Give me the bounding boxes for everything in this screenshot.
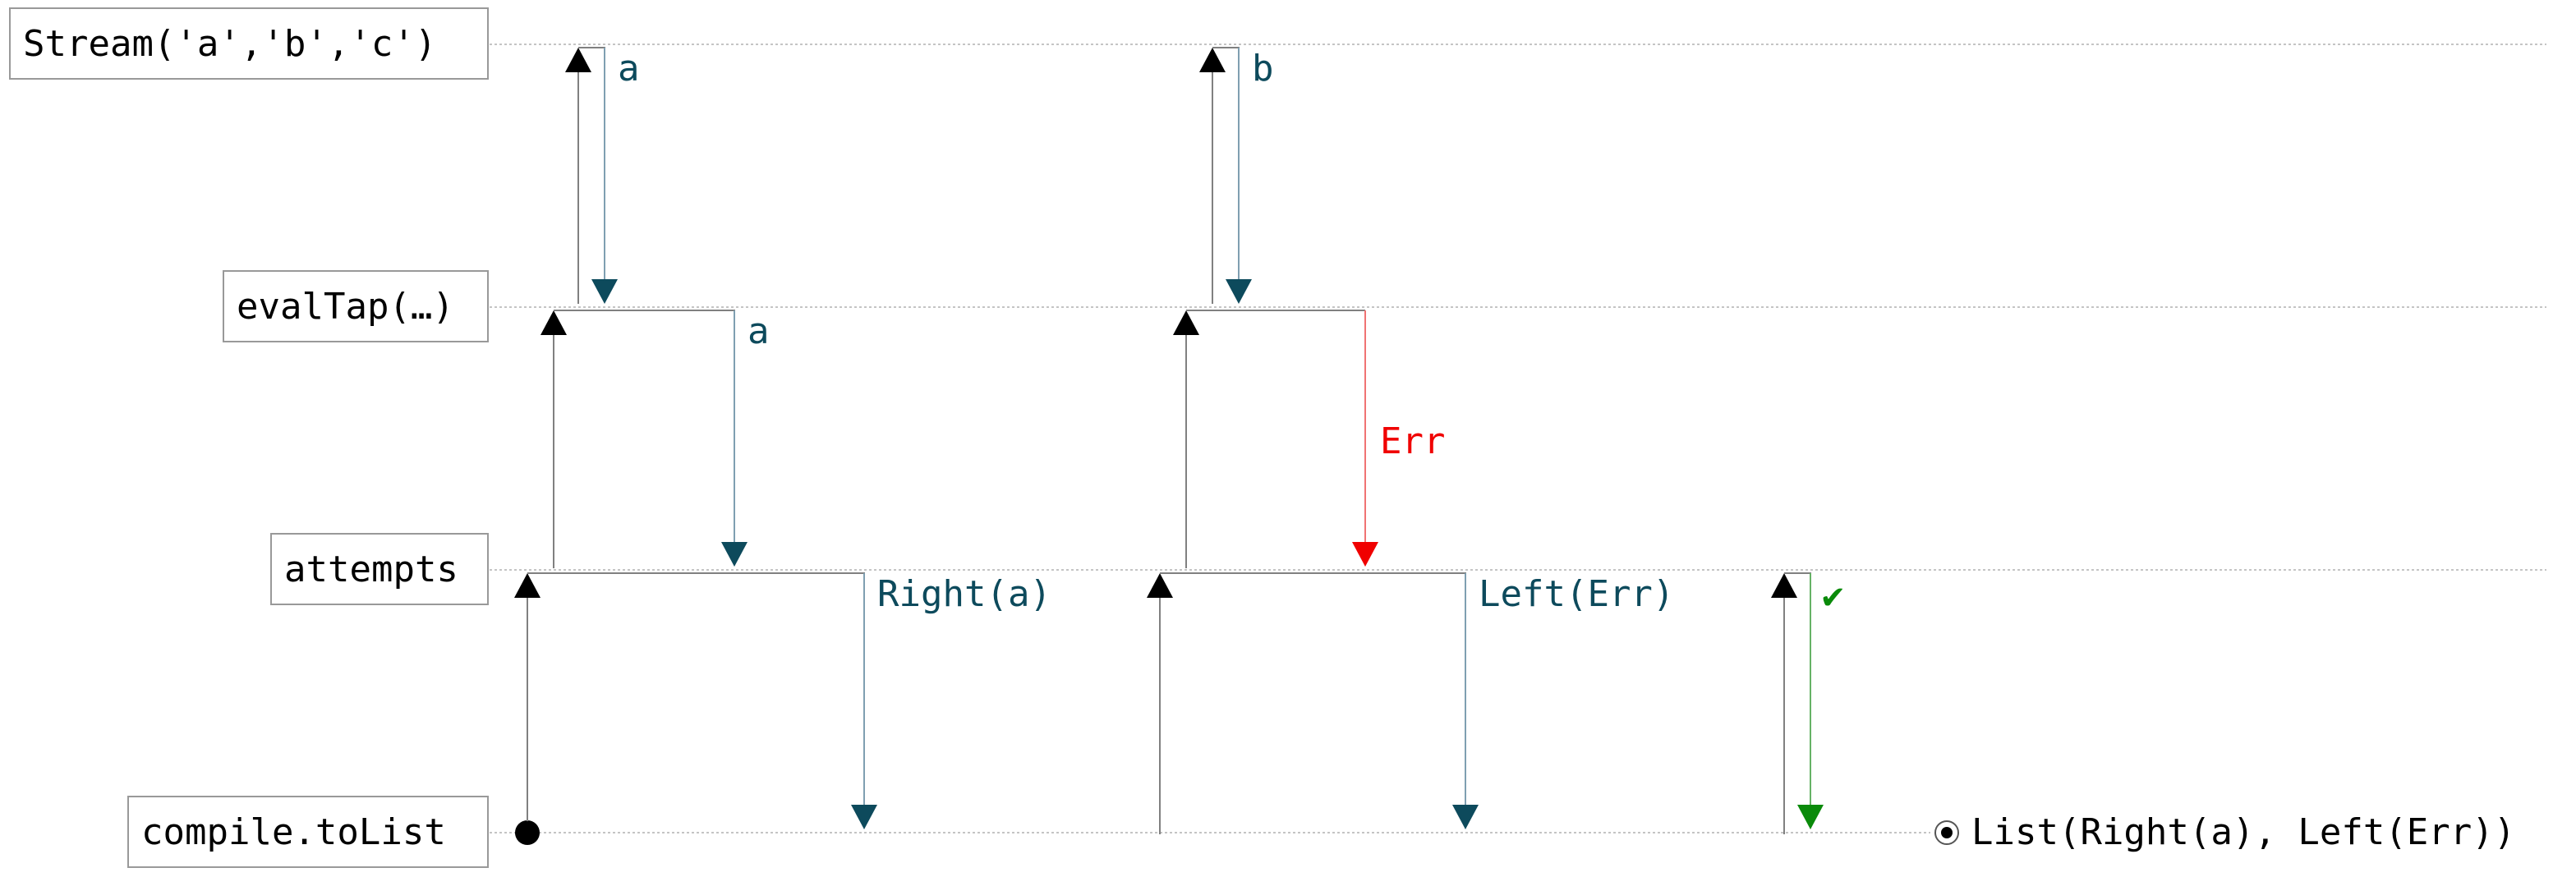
result: List(Right(a), Left(Err)) bbox=[1934, 811, 2515, 853]
flow-label-stream-b: b bbox=[1252, 48, 1274, 90]
flow-label-attempts-done: ✔ bbox=[1822, 575, 1844, 617]
pull-arrow-up bbox=[1199, 48, 1226, 72]
emit-evaltap-a: a bbox=[721, 310, 770, 567]
pull-arrow-up bbox=[565, 48, 591, 72]
row-guides bbox=[490, 44, 2546, 833]
pull-arrow-up bbox=[1147, 573, 1173, 598]
flow-label-attempts-right: Right(a) bbox=[877, 573, 1051, 615]
row-evaltap: evalTap(…) bbox=[223, 270, 489, 342]
emit-bracket bbox=[527, 572, 865, 591]
pull-arrow-up bbox=[1173, 310, 1199, 335]
pull-evaltap-to-stream-2 bbox=[1199, 48, 1226, 304]
emit-arrow-down bbox=[851, 805, 877, 829]
pull-attempts-to-evaltap-1 bbox=[540, 310, 567, 568]
row-box-attempts bbox=[270, 533, 489, 605]
emit-arrow-down bbox=[1452, 805, 1479, 829]
row-box-evaltap bbox=[223, 270, 489, 342]
emit-arrow-down bbox=[1352, 542, 1378, 567]
emit-arrow-down bbox=[1797, 805, 1824, 829]
emit-attempts-done: ✔ bbox=[1797, 573, 1844, 829]
emit-bracket bbox=[554, 310, 735, 328]
emit-stream-b: b bbox=[1226, 48, 1274, 304]
pull-arrow-up bbox=[514, 573, 540, 598]
row-stream: Stream('a','b','c') bbox=[9, 7, 489, 80]
row-label-stream: Stream('a','b','c') bbox=[23, 23, 436, 65]
result-value: List(Right(a), Left(Err)) bbox=[1971, 811, 2515, 853]
row-label-tolist: compile.toList bbox=[141, 811, 446, 853]
row-box-stream bbox=[9, 7, 489, 80]
emit-arrow-down bbox=[591, 279, 618, 304]
pull-tolist-to-attempts-3 bbox=[1771, 573, 1797, 834]
pull-evaltap-to-stream-1 bbox=[565, 48, 591, 304]
emit-evaltap-err: Err bbox=[1352, 310, 1445, 567]
emit-arrow-down bbox=[1226, 279, 1252, 304]
start-dot bbox=[515, 820, 540, 845]
row-label-evaltap: evalTap(…) bbox=[237, 286, 454, 328]
row-box-tolist bbox=[127, 796, 489, 868]
result-marker-inner-icon bbox=[1941, 827, 1953, 838]
row-attempts: attempts bbox=[270, 533, 489, 605]
flow-label-evaltap-err: Err bbox=[1380, 420, 1445, 462]
emit-attempts-right: Right(a) bbox=[851, 573, 1051, 829]
row-tolist: compile.toList bbox=[127, 796, 489, 868]
flow-label-evaltap-a: a bbox=[748, 310, 770, 352]
pull-tolist-to-attempts-2 bbox=[1147, 573, 1173, 834]
flow-label-stream-a: a bbox=[618, 48, 640, 90]
flow-label-attempts-left: Left(Err) bbox=[1479, 573, 1674, 615]
pull-arrow-up bbox=[540, 310, 567, 335]
pull-attempts-to-evaltap-2 bbox=[1173, 310, 1199, 568]
pull-arrow-up bbox=[1771, 573, 1797, 598]
emit-attempts-left: Left(Err) bbox=[1452, 573, 1674, 829]
emit-stream-a: a bbox=[591, 48, 640, 304]
pull-tolist-to-attempts-1 bbox=[514, 573, 540, 845]
emit-bracket bbox=[1160, 572, 1466, 591]
row-label-attempts: attempts bbox=[284, 549, 458, 590]
emit-arrow-down bbox=[721, 542, 748, 567]
